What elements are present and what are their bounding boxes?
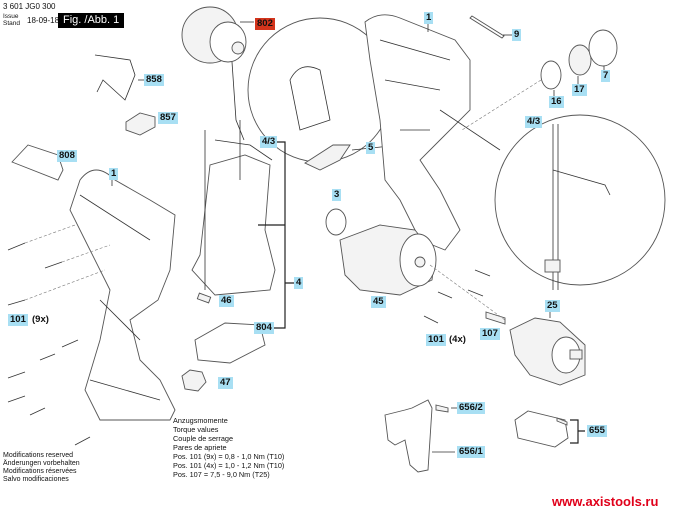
callout-17[interactable]: 17 <box>572 84 587 96</box>
note-en: Modifications reserved <box>3 452 74 459</box>
callout-804[interactable]: 804 <box>254 322 274 334</box>
callout-45[interactable]: 45 <box>371 296 386 308</box>
slider-part-5 <box>304 144 351 171</box>
note-fr: Modifications réservées <box>3 468 77 475</box>
callout-1-housing-left[interactable]: 1 <box>109 168 119 180</box>
knob-part-47 <box>181 369 207 392</box>
callout-101-4x[interactable]: 101 <box>426 334 446 346</box>
issue-date: 18-09-18 <box>27 16 60 25</box>
cover-part-857 <box>125 112 156 136</box>
callout-9[interactable]: 9 <box>512 29 522 41</box>
rod-part <box>469 15 505 39</box>
callout-101-9x-suffix: (9x) <box>32 314 49 325</box>
detail-circle-switch-wiring <box>439 109 666 290</box>
stand-label: Stand <box>3 20 20 27</box>
cap-part <box>588 29 618 67</box>
callout-47[interactable]: 47 <box>218 377 233 389</box>
callout-101-9x[interactable]: 101 <box>8 314 28 326</box>
board-part-804 <box>194 322 266 364</box>
callout-1-housing-right[interactable]: 1 <box>424 12 434 24</box>
bit-holder-part <box>514 410 585 448</box>
callout-4-3-switch[interactable]: 4/3 <box>260 136 278 148</box>
callout-655[interactable]: 655 <box>587 425 607 437</box>
housing-half-right <box>364 14 471 251</box>
bracket-4 <box>258 141 294 329</box>
callout-656-2[interactable]: 656/2 <box>457 402 485 414</box>
modifications-note: Modifications reserved Änderungen vorbeh… <box>3 452 80 484</box>
torque-heading-es: Pares de apriete <box>173 443 227 452</box>
website-watermark[interactable]: www.axistools.ru <box>552 494 659 509</box>
callout-4[interactable]: 4 <box>294 277 304 289</box>
callout-3[interactable]: 3 <box>332 189 342 201</box>
callout-808[interactable]: 808 <box>57 150 77 162</box>
torque-pos-107: Pos. 107 = 7,5 - 9,0 Nm (T25) <box>173 470 270 479</box>
screw-part-107 <box>485 311 506 325</box>
callout-4-3-detail[interactable]: 4/3 <box>525 116 543 128</box>
callout-656-1[interactable]: 656/1 <box>457 446 485 458</box>
chuck-part <box>509 310 586 386</box>
note-es: Salvo modificaciones <box>3 476 69 483</box>
washer-part <box>540 60 562 90</box>
torque-pos-101-4x: Pos. 101 (4x) = 1,0 - 1,2 Nm (T10) <box>173 461 285 470</box>
wire-clip-part <box>94 54 136 101</box>
callout-16[interactable]: 16 <box>549 96 564 108</box>
clutch-part <box>568 44 592 76</box>
figure-title: Fig. /Abb. 1 <box>58 13 125 28</box>
screws-101-right <box>423 269 491 324</box>
motor-part <box>181 6 254 141</box>
torque-heading-en: Torque values <box>173 425 219 434</box>
callout-5[interactable]: 5 <box>366 142 376 154</box>
gearbox-part <box>339 224 437 296</box>
belt-clip-part <box>384 399 457 473</box>
housing-half-left <box>69 169 176 421</box>
callout-46[interactable]: 46 <box>219 295 234 307</box>
callout-7[interactable]: 7 <box>601 70 611 82</box>
torque-values-note: Anzugsmomente Torque values Couple de se… <box>173 416 284 479</box>
label-plate-part <box>11 144 64 181</box>
torque-heading-de: Anzugsmomente <box>173 416 228 425</box>
issue-label: Issue <box>3 13 19 20</box>
torque-pos-101-9x: Pos. 101 (9x) = 0,8 - 1,0 Nm (T10) <box>173 452 285 461</box>
switch-assembly-part <box>191 120 276 296</box>
note-de: Änderungen vorbehalten <box>3 460 80 467</box>
washer-part-3 <box>325 208 347 236</box>
issue-stand-label: Issue Stand <box>3 13 20 27</box>
callout-857[interactable]: 857 <box>158 112 178 124</box>
callout-107[interactable]: 107 <box>480 328 500 340</box>
callout-101-4x-suffix: (4x) <box>449 334 466 345</box>
part-number: 3 601 JG0 300 <box>3 2 56 11</box>
callout-25[interactable]: 25 <box>545 300 560 312</box>
spring-part-46 <box>196 292 212 304</box>
callout-802[interactable]: 802 <box>255 18 275 30</box>
torque-heading-fr: Couple de serrage <box>173 434 234 443</box>
screws-101-left <box>7 224 111 446</box>
callout-858[interactable]: 858 <box>144 74 164 86</box>
